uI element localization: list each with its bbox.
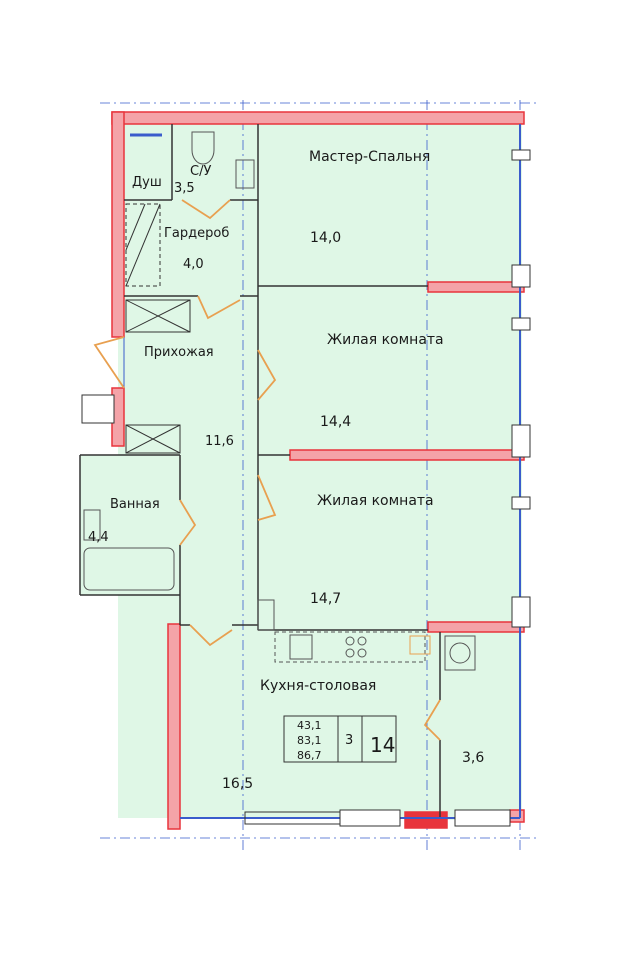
toilet-icon <box>191 131 215 165</box>
label-master: Мастер-Спальня <box>309 149 430 165</box>
riser-icon <box>257 599 275 631</box>
stove-counter <box>274 631 426 663</box>
window-loggia <box>454 809 511 827</box>
area-wc: 3,5 <box>174 181 195 196</box>
wall-left-upper <box>111 111 125 338</box>
door-wardrobe <box>197 295 241 320</box>
window-living1 <box>511 317 531 331</box>
floor-areas <box>80 118 522 820</box>
door-entrance <box>93 336 125 389</box>
stamp-living-area: 43,1 <box>297 719 322 732</box>
boiler-icon <box>409 635 431 655</box>
window-living2 <box>511 496 531 510</box>
closet-hall <box>125 299 191 333</box>
label-living2: Жилая комната <box>317 493 434 509</box>
window-living2-2 <box>511 596 531 628</box>
wall-left-kitchen <box>167 623 181 830</box>
door-loggia <box>423 699 441 741</box>
washer-icon <box>235 159 255 189</box>
area-kitchen: 16,5 <box>222 776 253 792</box>
room-labels: Душ С/У 3,5 Гардероб 4,0 Мастер-Спальня … <box>88 149 484 792</box>
label-living1: Жилая комната <box>327 332 444 348</box>
label-wardrobe: Гардероб <box>164 226 229 241</box>
bathtub-icon <box>83 547 175 591</box>
wall-bottom-right <box>509 809 525 823</box>
stamp-total-area: 83,1 <box>297 734 322 747</box>
floor-loggia <box>440 630 520 820</box>
stamp-rooms-count: 3 <box>345 733 353 748</box>
label-hall: Прихожая <box>144 345 214 360</box>
stamp-values: 43,1 83,1 86,7 3 14 <box>297 719 395 762</box>
closet-hall-2 <box>125 424 181 454</box>
fixtures <box>83 131 476 671</box>
door-living2 <box>257 474 277 521</box>
floor-bath-bump <box>80 455 180 595</box>
area-living1: 14,4 <box>320 414 351 430</box>
kitchen-sink-icon <box>289 634 313 660</box>
wall-living1-top <box>427 281 525 293</box>
bath-sink-icon <box>83 509 101 541</box>
closets <box>125 203 191 454</box>
wall-living2-top <box>289 449 525 461</box>
area-stamp <box>283 715 397 763</box>
area-wardrobe: 4,0 <box>183 257 204 272</box>
stamp-apartment-no: 14 <box>370 733 395 757</box>
door-bath <box>179 499 197 546</box>
washing-machine-icon <box>444 635 476 671</box>
label-bath: Ванная <box>110 497 160 512</box>
hob-icon <box>345 636 355 646</box>
window-bath <box>81 394 115 424</box>
label-shower: Душ <box>132 175 162 190</box>
window-living1-2 <box>511 424 531 458</box>
stamp-total-with-loggia: 86,7 <box>297 749 322 762</box>
wall-top <box>111 111 525 125</box>
door-wc <box>181 199 231 220</box>
label-wc: С/У <box>190 164 211 179</box>
area-master: 14,0 <box>310 230 341 246</box>
door-living1 <box>257 349 277 401</box>
doors <box>93 199 441 741</box>
window-kitchen-2 <box>339 809 401 827</box>
area-loggia: 3,6 <box>462 750 484 766</box>
window-master-2 <box>511 264 531 288</box>
door-kitchen <box>189 624 233 647</box>
label-kitchen: Кухня-столовая <box>260 678 376 694</box>
area-living2: 14,7 <box>310 591 341 607</box>
wall-kitchen-top <box>427 621 525 633</box>
area-hall: 11,6 <box>205 434 234 449</box>
area-bath: 4,4 <box>88 530 109 545</box>
windows <box>81 149 531 827</box>
window-master <box>511 149 531 161</box>
radiator <box>404 811 448 829</box>
